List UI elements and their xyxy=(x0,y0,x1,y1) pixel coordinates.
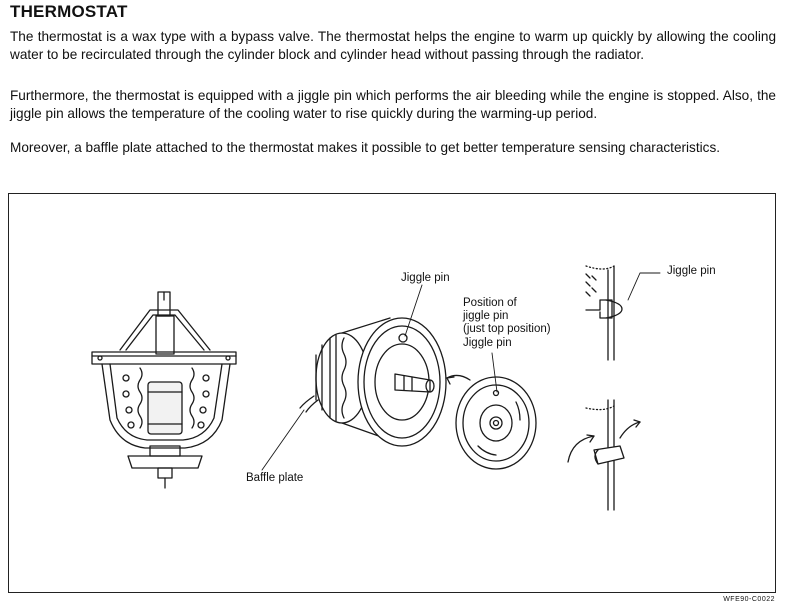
thermostat-perspective-drawing xyxy=(299,317,447,447)
label-jiggle-pin-right: Jiggle pin xyxy=(667,265,716,277)
figure-frame xyxy=(8,193,776,593)
label-baffle-plate: Baffle plate xyxy=(246,472,304,484)
label-position-line1: Position of xyxy=(463,297,517,309)
paragraph-baffle-plate: Moreover, a baffle plate attached to the… xyxy=(10,140,721,155)
label-jiggle-pin-mid: Jiggle pin xyxy=(463,337,512,349)
label-position-line3: (just top position) xyxy=(463,323,551,335)
thermostat-front-view xyxy=(446,374,537,470)
label-position-line2: jiggle pin xyxy=(463,310,509,322)
thermostat-section-drawing xyxy=(91,291,237,489)
jiggle-pin-detail-top xyxy=(585,265,623,361)
page-title: THERMOSTAT xyxy=(10,2,128,21)
paragraph-jiggle-pin: Furthermore, the thermostat is equipped … xyxy=(10,88,776,122)
leader-lines xyxy=(261,272,661,471)
jiggle-pin-detail-bottom xyxy=(567,399,641,511)
paragraph-description: The thermostat is a wax type with a bypa… xyxy=(10,29,776,63)
figure-code: WFE90-C0022 xyxy=(723,596,775,603)
label-jiggle-pin-top: Jiggle pin xyxy=(401,272,450,284)
